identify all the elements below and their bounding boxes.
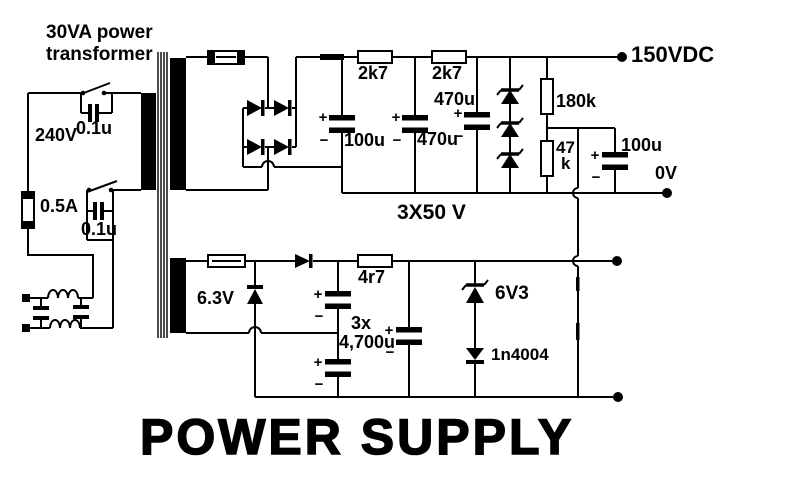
polarity-plus: + [319, 109, 328, 126]
heater-fuse [186, 254, 295, 268]
bleeder-res-bottom-label-2: k [561, 154, 571, 173]
transformer-title-line2: transformer [46, 44, 153, 65]
heater-diode-label: 1n4004 [491, 345, 549, 364]
divider-reference-riser [572, 128, 580, 397]
bridge-rectifier [186, 57, 342, 191]
diode-icon [274, 139, 289, 155]
diode-icon [274, 100, 289, 116]
resistor-icon [431, 50, 467, 64]
capacitor-icon [464, 112, 490, 118]
heater-output-terminals [612, 256, 623, 402]
resistor-icon [357, 50, 393, 64]
solder-joint [320, 54, 344, 60]
inductor-icon [49, 319, 81, 329]
mains-fuse-0a5 [21, 93, 35, 229]
mains-terminal-neutral [22, 324, 30, 332]
heater-caps-qty-label: 3x [351, 313, 372, 333]
hv-output-terminals [617, 52, 672, 198]
filter-res-1-label: 2k7 [358, 63, 389, 83]
heater-zener-clamp [461, 261, 489, 397]
heater-rectifier [186, 254, 358, 397]
polarity-plus: + [385, 322, 394, 339]
zener-string-150v [496, 57, 524, 193]
heater-filter: + − + − + − [255, 254, 613, 398]
diode-icon [247, 100, 262, 116]
capacitor-icon [325, 359, 351, 365]
capacitor-icon [602, 152, 628, 158]
polarity-plus: + [314, 286, 323, 303]
snubber-cap-top-label: 0.1u [76, 118, 113, 138]
hv-secondary-winding [170, 58, 186, 190]
mains-fuse-label: 0.5A [40, 196, 79, 216]
polarity-minus: − [320, 132, 329, 149]
inductor-icon [47, 289, 79, 299]
polarity-minus: − [315, 308, 324, 325]
diode-icon [247, 285, 263, 289]
page-title: POWER SUPPLY [139, 409, 575, 465]
heater-zener-label: 6V3 [495, 283, 529, 304]
hv-output-label: 150VDC [631, 42, 715, 67]
mains-input-terminals [22, 294, 30, 332]
polarity-minus: − [393, 132, 402, 149]
resistor-icon [540, 140, 554, 177]
mains-switch-bottom [86, 180, 141, 241]
polarity-minus: − [592, 169, 601, 186]
terminal-heater-plus [612, 256, 622, 266]
filter-res-2-label: 2k7 [432, 63, 463, 83]
output-cap-label: 100u [621, 135, 663, 155]
diode-icon [247, 139, 262, 155]
wire-hop [572, 187, 579, 199]
capacitor-icon [88, 104, 92, 122]
zero-volt-label: 0V [655, 163, 678, 183]
diode-icon [295, 254, 310, 268]
terminal-0v [662, 188, 672, 198]
capacitor-icon [325, 291, 351, 297]
polarity-minus: − [386, 344, 395, 361]
heater-caps-value-label: 4,700u [339, 332, 396, 352]
polarity-minus: − [315, 376, 324, 393]
switch-blade-icon [80, 82, 111, 95]
resistor-icon [357, 254, 393, 268]
hv-secondary-fuse [186, 50, 268, 65]
filter-cap-2-label: 470u [434, 89, 476, 109]
polarity-plus: + [454, 105, 463, 122]
heater-winding-label: 6.3V [197, 288, 235, 308]
capacitor-icon [33, 306, 49, 310]
reservoir-cap-label: 100u [344, 130, 386, 150]
capacitor-icon [402, 115, 428, 121]
mains-voltage-label: 240V [35, 125, 78, 145]
capacitor-icon [329, 115, 355, 121]
terminal-heater-minus [613, 392, 623, 402]
transformer-title-line1: 30VA power [46, 22, 153, 43]
mains-switch-top [28, 82, 141, 122]
bleeder-res-bottom-label-1: 47 [556, 138, 575, 157]
polarity-plus: + [392, 109, 401, 126]
resistor-icon [540, 78, 554, 115]
capacitor-icon [93, 202, 97, 220]
wire-hop [261, 160, 275, 168]
emi-line-filter [27, 228, 114, 329]
hv-filter: + − + − + − [296, 50, 663, 194]
bleeder-res-top-label: 180k [556, 91, 597, 111]
heater-secondary-winding [170, 258, 186, 333]
polarity-minus: − [455, 128, 464, 145]
snubber-cap-bottom-label: 0.1u [81, 219, 118, 239]
capacitor-icon [73, 305, 89, 309]
diode-icon [466, 348, 484, 360]
bleeder-divider: + − [540, 57, 628, 193]
primary-winding [141, 93, 156, 190]
wire-hop [248, 326, 262, 334]
terminal-150vdc [617, 52, 627, 62]
mains-terminal-live [22, 294, 30, 302]
polarity-plus: + [591, 147, 600, 164]
heater-res-label: 4r7 [358, 267, 386, 287]
polarity-plus: + [314, 354, 323, 371]
zener-string-label: 3X50 V [397, 201, 466, 224]
filter-cap-1-label: 470u [417, 129, 459, 149]
capacitor-icon [396, 327, 422, 333]
switch-blade-icon [86, 180, 118, 193]
transformer [141, 52, 186, 338]
